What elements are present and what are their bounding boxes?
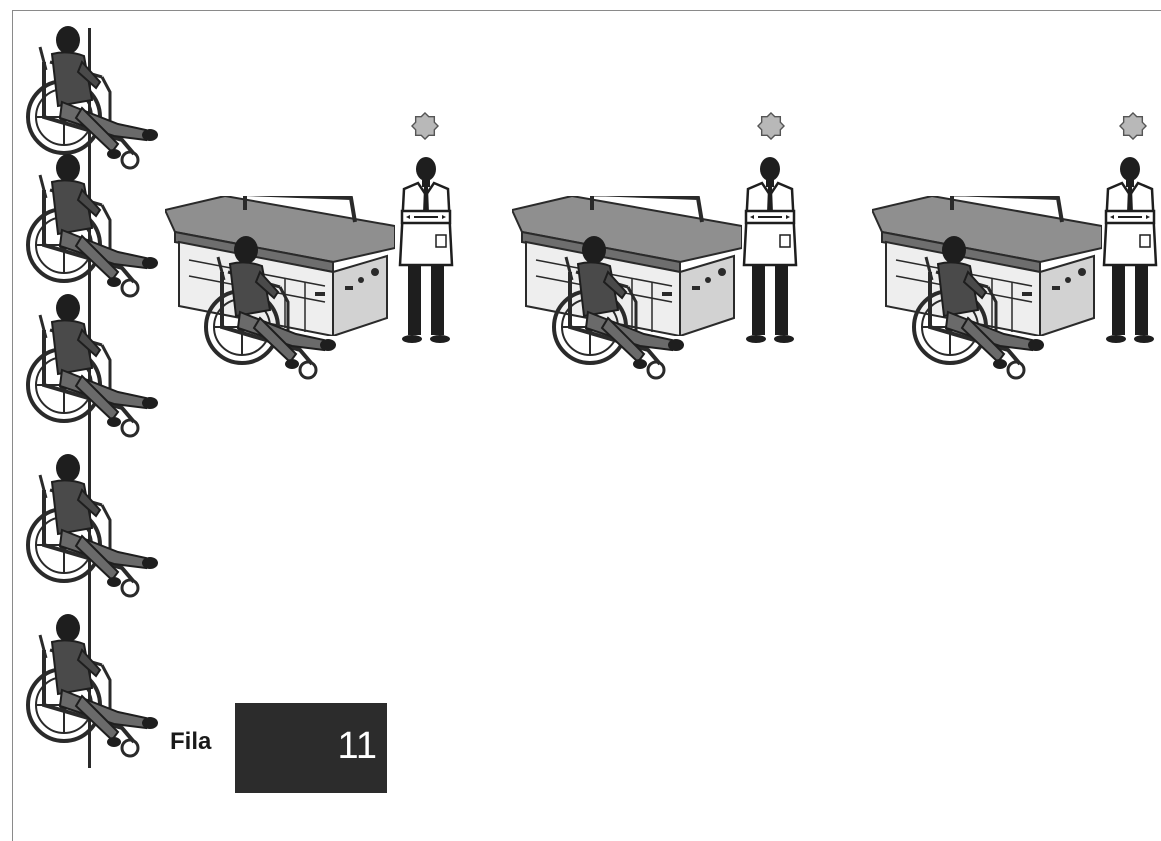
frame-top-border [12, 10, 1161, 11]
wheelchair-patient-icon [22, 610, 162, 760]
wheelchair-patient-icon [200, 232, 340, 382]
queue-counter: 11 [235, 703, 387, 793]
status-light-icon [411, 112, 439, 140]
doctor-icon [396, 155, 456, 345]
queue-count-value: 11 [338, 725, 377, 768]
wheelchair-patient-icon [908, 232, 1048, 382]
frame-left-border [12, 10, 13, 841]
wheelchair-patient-icon [22, 150, 162, 300]
wheelchair-patient-icon [22, 450, 162, 600]
doctor-icon [1100, 155, 1160, 345]
wheelchair-patient-icon [548, 232, 688, 382]
doctor-icon [740, 155, 800, 345]
status-light-icon [1119, 112, 1147, 140]
status-light-icon [757, 112, 785, 140]
queue-label: Fila [170, 728, 211, 756]
wheelchair-patient-icon [22, 290, 162, 440]
